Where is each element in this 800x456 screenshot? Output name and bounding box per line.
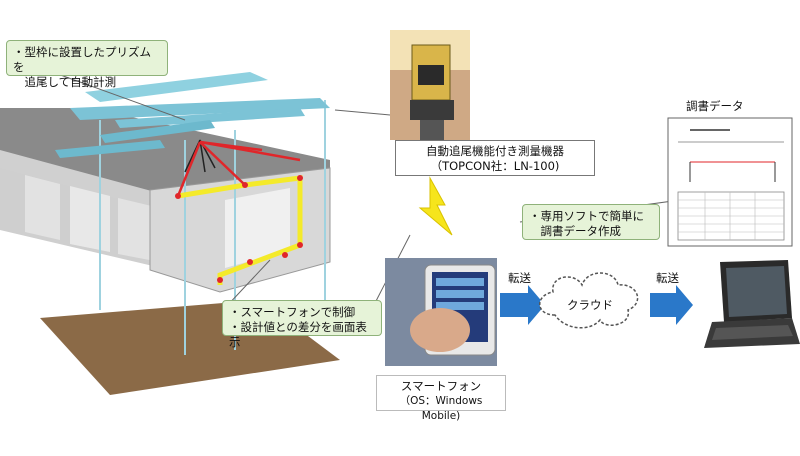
software-callout-line2: 調書データ作成	[529, 224, 621, 238]
transfer-label-1: 転送	[508, 271, 531, 285]
prism-callout-line1: ・型枠に設置したプリズムを	[13, 45, 151, 74]
smartphone-image	[385, 258, 497, 366]
traveler-beam-mid	[70, 98, 330, 120]
transfer-label-2: 転送	[656, 271, 679, 285]
cloud-label: クラウド	[567, 298, 613, 312]
form-box-inner	[225, 188, 290, 268]
lightning-icon	[418, 176, 453, 236]
transfer-arrow-2	[650, 285, 693, 325]
report-data-label: 調書データ	[686, 99, 744, 113]
bridge-deck-top	[0, 108, 330, 200]
bridge-side-segments	[25, 175, 60, 240]
instrument-name: 自動追尾機能付き測量機器	[426, 144, 564, 158]
instrument-model: （TOPCON社：LN-100)	[430, 159, 560, 173]
smartphone-os: （OS：Windows Mobile)	[399, 395, 483, 422]
smartphone-control-line1: ・スマートフォンで制御	[229, 305, 356, 319]
transfer-arrow-1	[500, 285, 545, 325]
smartphone-name: スマートフォン	[400, 379, 482, 393]
laptop-icon	[704, 260, 800, 348]
bridge-deck-front	[0, 150, 170, 212]
prism-callout-line2: 追尾して自動計測	[13, 75, 117, 89]
instrument-label: 自動追尾機能付き測量機器 （TOPCON社：LN-100)	[395, 140, 595, 176]
report-document	[667, 117, 793, 247]
form-yellow-line	[177, 175, 303, 285]
cloud-icon	[539, 272, 639, 329]
traveler-beam-top	[85, 72, 268, 102]
smartphone-control-line2: ・設計値との差分を画面表示	[229, 320, 367, 349]
prism-callout: ・型枠に設置したプリズムを 追尾して自動計測	[6, 40, 168, 89]
smartphone-label: スマートフォン （OS：Windows Mobile)	[376, 375, 506, 422]
software-callout: ・専用ソフトで簡単に 調書データ作成	[522, 204, 660, 240]
software-callout-line1: ・専用ソフトで簡単に	[529, 209, 644, 223]
total-station-image	[390, 30, 470, 140]
smartphone-control-callout: ・スマートフォンで制御 ・設計値との差分を画面表示	[222, 300, 382, 349]
